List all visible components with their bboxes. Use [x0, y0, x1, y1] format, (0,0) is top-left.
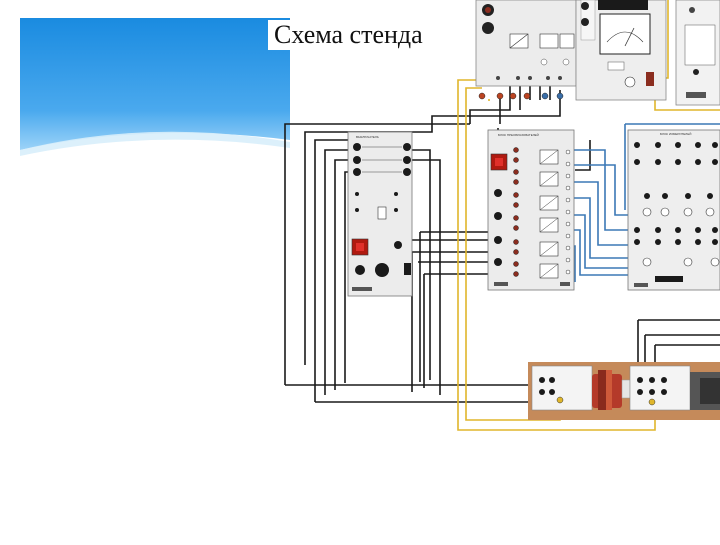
svg-text:БЛОК ПРЕОБРАЗОВАТЕЛЕЙ: БЛОК ПРЕОБРАЗОВАТЕЛЕЙ: [498, 133, 539, 137]
gauge-icon: [599, 13, 651, 55]
header-banner: [20, 18, 290, 156]
converter-panel: БЛОК ПРЕОБРАЗОВАТЕЛЕЙ: [487, 129, 575, 291]
switch-panel: ВЫКЛЮЧАТЕЛЬ: [347, 131, 413, 297]
slide-title: Схема стенда: [268, 20, 429, 50]
top-panels: [475, 0, 720, 106]
measurement-panel: БЛОК ИЗМЕРИТЕЛЕЙ: [627, 129, 720, 291]
machine-assembly: [528, 362, 720, 420]
svg-text:БЛОК ИЗМЕРИТЕЛЕЙ: БЛОК ИЗМЕРИТЕЛЕЙ: [660, 132, 691, 136]
svg-text:ВЫКЛЮЧАТЕЛЬ: ВЫКЛЮЧАТЕЛЬ: [356, 135, 379, 139]
terminal-row: [478, 92, 564, 100]
